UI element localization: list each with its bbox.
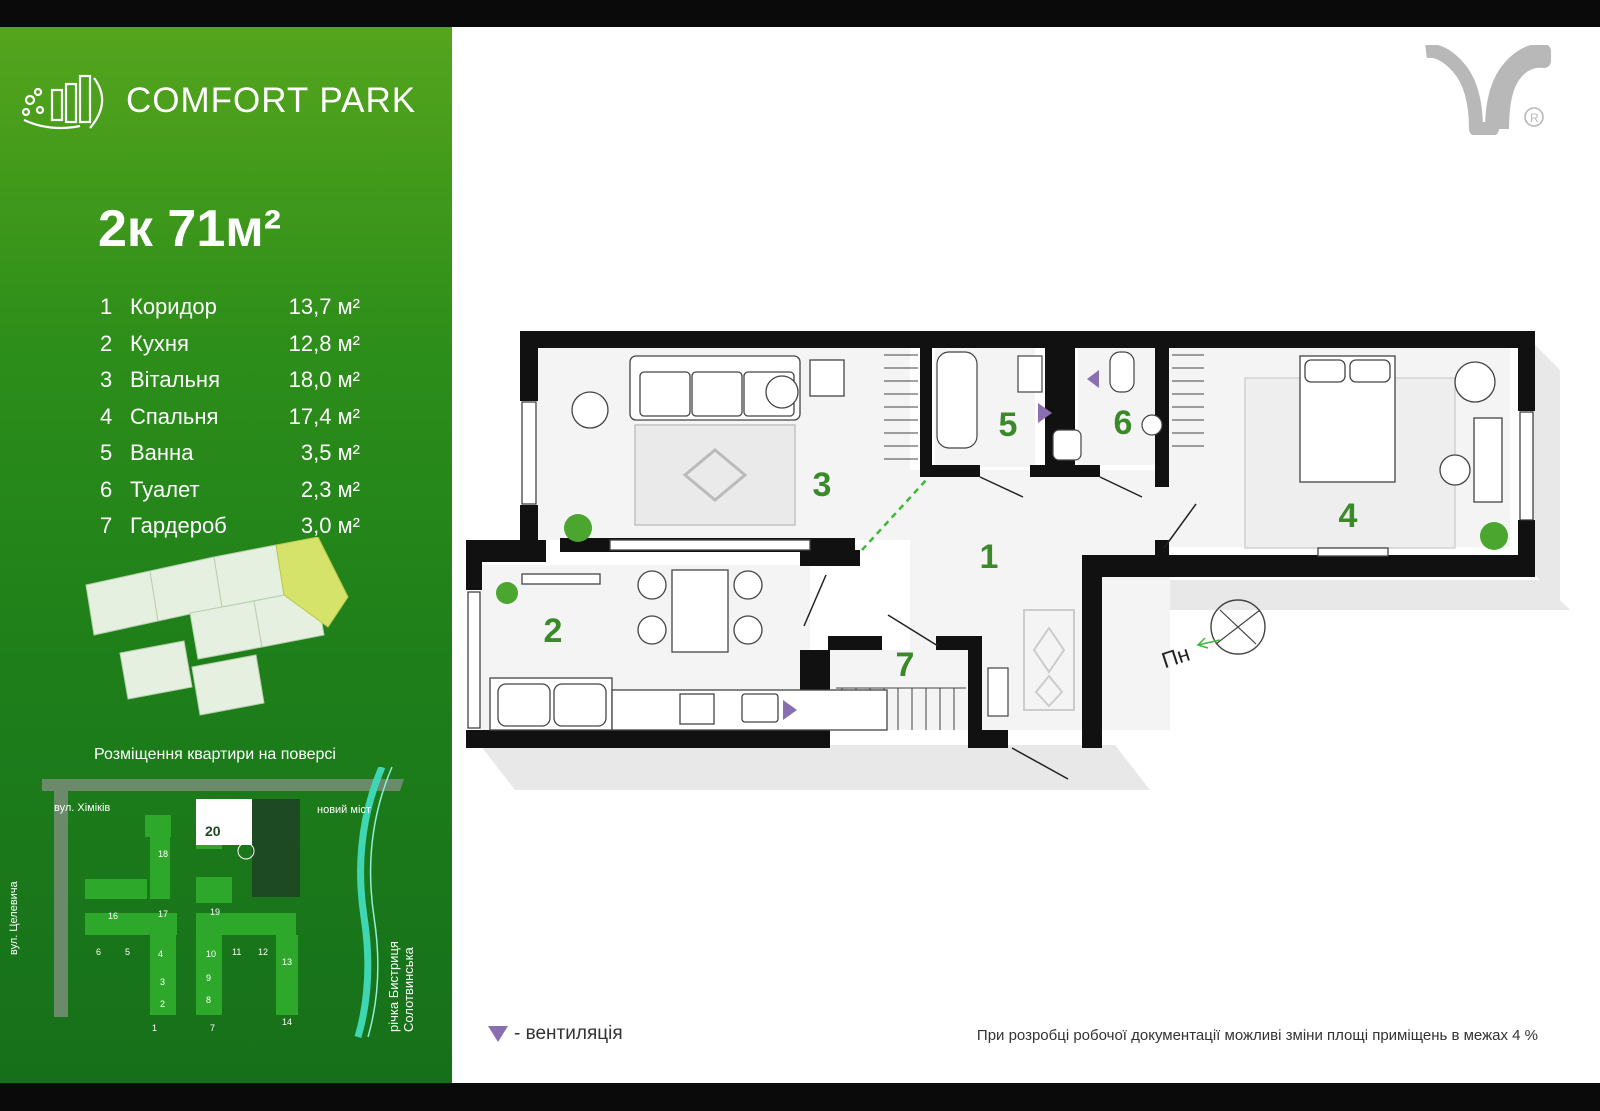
room-name: Туалет — [130, 476, 200, 502]
room-number: 1 — [100, 294, 113, 320]
room-name: Гардероб — [130, 513, 227, 539]
room-name: Вітальня — [130, 367, 220, 393]
svg-text:R: R — [1530, 111, 1539, 125]
room-label-6: 6 — [1114, 404, 1133, 442]
room-name: Коридор — [130, 294, 217, 320]
building-number: 1 — [152, 1023, 158, 1033]
apartment-title: 2к 71м² — [98, 200, 282, 258]
room-list: 1 Коридор 13,7 м² 2 Кухня 12,8 м² 3 Вітальня 1… — [100, 289, 360, 545]
street-top-label: вул. Хіміків — [54, 802, 111, 814]
vent-legend: - вентиляція — [488, 1023, 623, 1045]
room-name: Ванна — [130, 440, 194, 466]
room-row: 5 Ванна 3,5 м² — [100, 435, 360, 472]
room-label-1: 1 — [980, 538, 999, 576]
room-row: 3 Вітальня 18,0 м² — [100, 362, 360, 399]
building-number: 7 — [210, 1023, 216, 1033]
building-number: 18 — [158, 849, 169, 859]
room-number: 7 — [100, 513, 113, 539]
vent-triangle-icon — [488, 1026, 508, 1042]
room-name: Спальня — [130, 403, 219, 429]
room-number: 2 — [100, 330, 113, 356]
room-row: 6 Туалет 2,3 м² — [100, 472, 360, 509]
building-number: 11 — [232, 947, 242, 957]
apartment-highlight — [275, 537, 349, 628]
room-row: 2 Кухня 12,8 м² — [100, 326, 360, 363]
building-number: 14 — [282, 1017, 293, 1027]
info-panel: COMFORT PARK 2к 71м² 1 Коридор 13,7 м² 2 Ку… — [0, 27, 452, 1083]
room-label-3: 3 — [813, 466, 832, 504]
room-number: 6 — [100, 476, 113, 502]
room-label-2: 2 — [544, 612, 563, 650]
building-number: 3 — [160, 977, 166, 987]
room-number: 3 — [100, 367, 113, 393]
building-number: 19 — [210, 907, 221, 917]
building-number: 10 — [206, 949, 217, 959]
brand: COMFORT PARK — [20, 71, 416, 131]
building-number: 17 — [158, 909, 169, 919]
vent-legend-label: - вентиляція — [514, 1023, 623, 1044]
floor-caption: Розміщення квартири на поверсі — [94, 746, 336, 763]
room-row: 1 Коридор 13,7 м² — [100, 289, 360, 326]
room-label-4: 4 — [1339, 497, 1358, 535]
site-map — [42, 767, 404, 1038]
river-label: річка Бистриця Солотвинська — [386, 941, 416, 1032]
building-number: 20 — [205, 823, 221, 839]
building-number: 2 — [160, 999, 166, 1009]
room-area: 12,8 м² — [288, 330, 360, 356]
building-number: 4 — [158, 949, 164, 959]
room-row: 7 Гардероб 3,0 м² — [100, 508, 360, 545]
room-number: 4 — [100, 403, 113, 429]
developer-logo: R — [1425, 45, 1551, 135]
room-area: 3,0 м² — [300, 513, 360, 539]
room-area: 18,0 м² — [288, 367, 360, 393]
bridge-label: новий міст — [317, 804, 371, 816]
floor-plan-panel: R — [452, 27, 1600, 1083]
building-number: 5 — [125, 947, 131, 957]
room-area: 2,3 м² — [300, 476, 360, 502]
comfort-park-logo-icon — [21, 74, 104, 130]
building-number: 16 — [108, 911, 119, 921]
footer-note: При розробці робочої документації можлив… — [976, 1027, 1538, 1044]
building-number: 9 — [206, 973, 212, 983]
room-name: Кухня — [130, 330, 189, 356]
building-number: 6 — [96, 947, 102, 957]
brand-name: COMFORT PARK — [126, 81, 417, 120]
top-bar — [0, 0, 1600, 27]
room-area: 13,7 м² — [288, 294, 360, 320]
bottom-bar — [0, 1083, 1600, 1111]
room-area: 3,5 м² — [300, 440, 360, 466]
building-number: 13 — [282, 957, 293, 967]
room-area: 17,4 м² — [288, 403, 360, 429]
floor-plan: 1 2 3 4 5 6 7 Пн — [466, 331, 1570, 790]
building-number: 8 — [206, 995, 212, 1005]
room-label-5: 5 — [999, 406, 1018, 444]
street-left-label: вул. Целевича — [8, 881, 20, 955]
compass-icon — [1196, 599, 1266, 655]
room-number: 5 — [100, 440, 113, 466]
room-label-7: 7 — [896, 646, 915, 684]
floor-position-diagram — [85, 537, 349, 716]
building-number: 12 — [258, 947, 269, 957]
room-row: 4 Спальня 17,4 м² — [100, 399, 360, 436]
